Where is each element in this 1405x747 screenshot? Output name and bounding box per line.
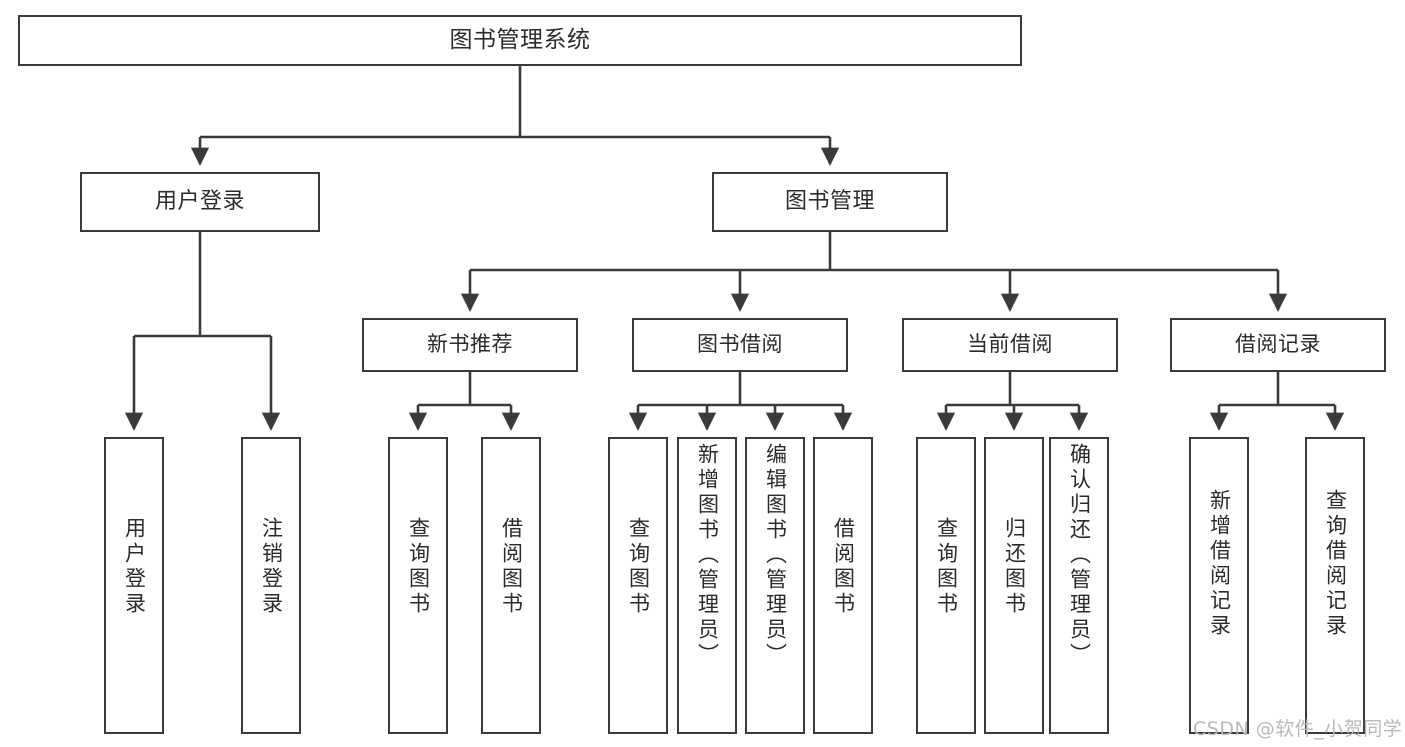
node-leaf-borrow-book-2[interactable]: 借阅图书 [813,437,873,734]
node-leaf-query-book-1[interactable]: 查询图书 [388,437,448,734]
node-user-login[interactable]: 用户登录 [80,172,320,232]
node-leaf-user-login[interactable]: 用户登录 [104,437,164,734]
node-root-label: 图书管理系统 [449,26,591,53]
node-leaf-query-book-3[interactable]: 查询图书 [916,437,976,734]
node-leaf-query-borrow-record[interactable]: 查询借阅记录 [1305,437,1365,734]
node-leaf-edit-book[interactable]: 编辑图书（管理员） [745,437,805,734]
node-leaf-confirm-return[interactable]: 确认归还（管理员） [1049,437,1109,734]
node-leaf-query-book-2[interactable]: 查询图书 [608,437,668,734]
node-leaf-add-borrow-record-label: 新增借阅记录 [1207,489,1232,639]
node-leaf-borrow-book-2-label: 借阅图书 [831,517,856,617]
node-leaf-user-logout[interactable]: 注销登录 [241,437,301,734]
node-leaf-edit-book-label: 编辑图书（管理员） [763,443,788,668]
node-leaf-add-book[interactable]: 新增图书（管理员） [677,437,737,734]
node-leaf-query-borrow-record-label: 查询借阅记录 [1323,489,1348,639]
node-book-manage[interactable]: 图书管理 [712,172,948,232]
node-leaf-return-book-label: 归还图书 [1002,517,1027,617]
node-leaf-return-book[interactable]: 归还图书 [984,437,1044,734]
node-new-book-recommend-label: 新书推荐 [427,332,513,357]
node-book-borrow-label: 图书借阅 [697,332,783,357]
csdn-watermark: CSDN @软件_小贺同学 [1193,714,1402,741]
node-book-manage-label: 图书管理 [784,188,875,214]
node-leaf-add-borrow-record[interactable]: 新增借阅记录 [1189,437,1249,734]
csdn-watermark-text: CSDN @软件_小贺同学 [1193,718,1403,740]
node-leaf-borrow-book-1-label: 借阅图书 [499,517,524,617]
node-leaf-user-login-label: 用户登录 [122,517,147,617]
node-leaf-query-book-1-label: 查询图书 [406,517,431,617]
node-leaf-borrow-book-1[interactable]: 借阅图书 [481,437,541,734]
node-current-borrow[interactable]: 当前借阅 [902,318,1118,372]
node-leaf-query-book-3-label: 查询图书 [934,517,959,617]
node-new-book-recommend[interactable]: 新书推荐 [362,318,578,372]
node-leaf-user-logout-label: 注销登录 [259,517,284,617]
node-leaf-confirm-return-label: 确认归还（管理员） [1067,443,1092,668]
node-book-borrow[interactable]: 图书借阅 [632,318,848,372]
node-current-borrow-label: 当前借阅 [967,332,1053,357]
node-borrow-record[interactable]: 借阅记录 [1170,318,1386,372]
node-root-system[interactable]: 图书管理系统 [18,15,1022,66]
node-leaf-add-book-label: 新增图书（管理员） [695,443,720,668]
node-user-login-label: 用户登录 [154,188,245,214]
node-leaf-query-book-2-label: 查询图书 [626,517,651,617]
node-borrow-record-label: 借阅记录 [1235,332,1321,357]
